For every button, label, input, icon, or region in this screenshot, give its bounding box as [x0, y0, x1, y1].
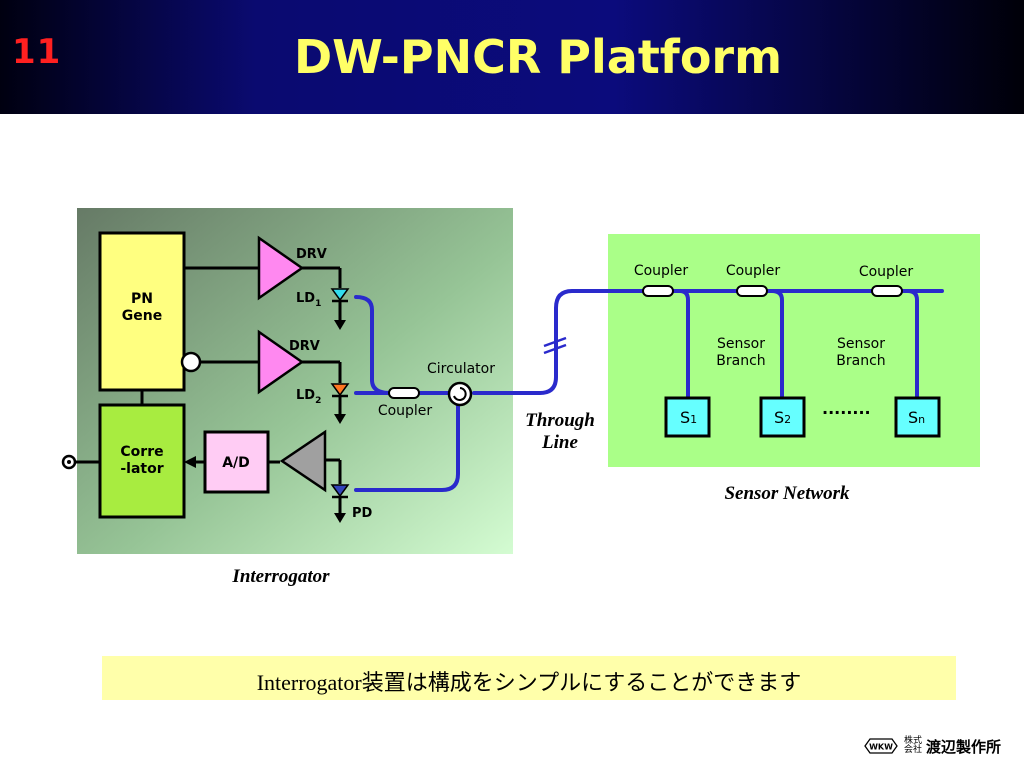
sensor-2-label: S2	[774, 408, 791, 427]
correlator-label-line2: -lator	[120, 461, 163, 477]
ad-converter-label: A/D	[222, 455, 250, 471]
note-text: Interrogator装置は構成をシンプルにすることができます	[256, 670, 802, 695]
ground-symbols	[334, 320, 346, 523]
interrogator-coupler-label: Coupler	[378, 403, 433, 419]
drv2-amplifier-icon	[257, 329, 305, 395]
sensor-n-label: Sn	[908, 408, 925, 427]
circulator-icon	[447, 381, 473, 407]
ld1-label: LD1	[296, 291, 321, 309]
ld1-laser-diode-icon	[330, 288, 350, 302]
through-line-label-line1: Through	[525, 410, 595, 431]
network-coupler-1-label: Coupler	[634, 263, 689, 279]
note-box: Interrogator装置は構成をシンプルにすることができます	[102, 656, 956, 700]
logo-company-name: 渡辺製作所	[926, 738, 1002, 756]
sensor-branch-1-line1: Sensor	[717, 336, 765, 352]
sensor-ellipsis: ........	[822, 399, 871, 418]
pd-label: PD	[352, 506, 373, 521]
circulator-label: Circulator	[427, 361, 495, 377]
company-logo: WKW 株式 会社 渡辺製作所	[864, 736, 1018, 758]
drv2-label: DRV	[289, 339, 320, 354]
logo-company-type: 株式 会社	[904, 737, 924, 755]
slide-header: 11 DW-PNCR Platform	[0, 0, 1024, 114]
slide-number: 11	[12, 32, 62, 72]
network-coupler-2-label: Coupler	[726, 263, 781, 279]
correlator-block	[98, 403, 186, 519]
sensor-n-block	[894, 396, 941, 438]
inverter-bubble-icon	[180, 351, 202, 373]
logo-small-line1: 株式	[904, 736, 923, 746]
photodiode-icon	[330, 484, 350, 498]
pn-gene-block	[98, 231, 186, 392]
through-line-label-line2: Line	[541, 432, 578, 453]
pn-gene-label-line2: Gene	[122, 308, 162, 324]
logo-mark-text: WKW	[869, 743, 893, 752]
drv1-amplifier-icon	[257, 235, 305, 301]
network-coupler-1-icon	[642, 285, 674, 297]
circulator-arrow	[453, 387, 467, 401]
wkw-logo-icon: WKW	[864, 738, 898, 754]
interrogator-coupler-icon	[388, 387, 420, 399]
output-terminal-dot	[67, 460, 71, 464]
receiver-amplifier-icon	[279, 429, 327, 493]
through-line-break-icon	[543, 336, 567, 355]
sensor-1-label: S1	[680, 408, 697, 427]
ld2-label: LD2	[296, 388, 321, 406]
drv1-label: DRV	[296, 247, 327, 262]
sensor-1-block	[664, 396, 711, 438]
ad-converter-block	[203, 430, 270, 494]
ad-to-correlator-arrow-icon	[184, 456, 196, 468]
network-coupler-3-icon	[871, 285, 903, 297]
ld2-laser-diode-icon	[330, 383, 350, 397]
sensor-branch-2-line2: Branch	[836, 353, 885, 369]
slide-title: DW-PNCR Platform	[293, 30, 783, 84]
sensor-branch-1-line2: Branch	[716, 353, 765, 369]
interrogator-caption: Interrogator	[232, 566, 330, 587]
sensor-branch-2-line1: Sensor	[837, 336, 885, 352]
network-coupler-3-label: Coupler	[859, 264, 914, 280]
network-coupler-2-icon	[736, 285, 768, 297]
pn-gene-label-line1: PN	[131, 291, 153, 307]
sensor-network-caption: Sensor Network	[724, 483, 850, 504]
logo-small-line2: 会社	[904, 745, 923, 755]
correlator-label-line1: Corre	[120, 444, 163, 460]
sensor-2-block	[759, 396, 806, 438]
